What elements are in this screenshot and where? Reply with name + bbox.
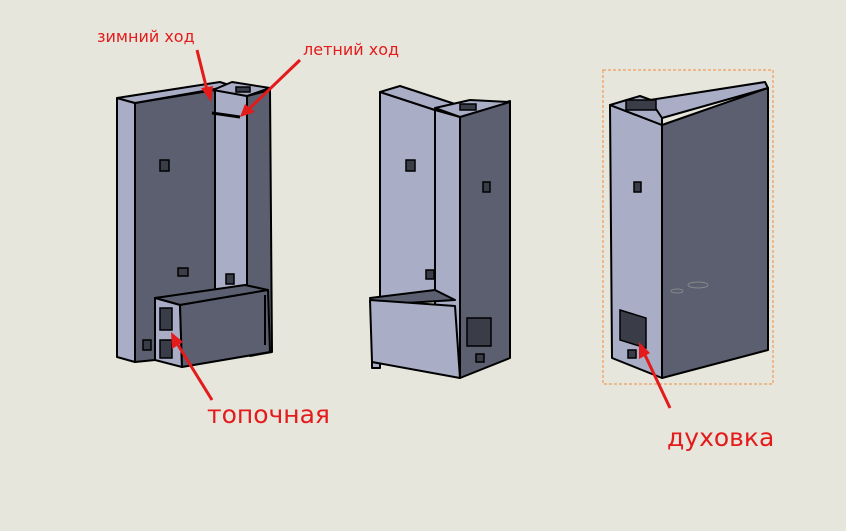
- stove-model-right: [602, 69, 774, 385]
- label-firebox: топочная: [207, 400, 330, 429]
- arrow-winter-flue: [195, 49, 213, 102]
- arrow-firebox: [171, 332, 214, 401]
- selection-box: [602, 69, 774, 385]
- stove-model-middle: [369, 85, 511, 379]
- label-summer-flue: летний ход: [303, 40, 400, 59]
- arrow-summer-flue: [240, 58, 302, 117]
- label-oven: духовка: [667, 423, 775, 452]
- stove-model-left: [116, 81, 273, 368]
- label-winter-flue: зимний ход: [97, 27, 195, 46]
- arrow-oven: [639, 342, 672, 409]
